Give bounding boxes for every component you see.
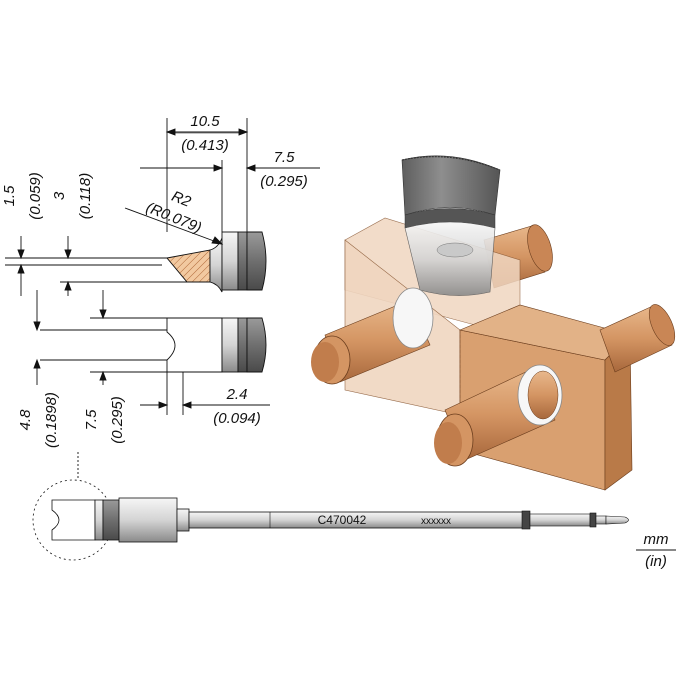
dim-tip-mm: 7.5	[274, 149, 296, 166]
dim-height-mm: 7.5	[83, 409, 100, 431]
dim-radius-mm: R2	[169, 188, 194, 211]
dim-thick2-in: (0.118)	[77, 173, 94, 219]
dim-thick2-mm: 3	[51, 191, 68, 200]
tip-front-view	[166, 317, 267, 373]
serial-label: xxxxxx	[421, 516, 451, 527]
units-legend: mm (in)	[636, 531, 676, 570]
dim-thick1-in: (0.059)	[27, 172, 44, 220]
pin-front-left	[311, 287, 434, 385]
part-number-label: C470042	[318, 513, 367, 527]
pin-front-right	[599, 304, 676, 373]
tip-side-view	[166, 231, 267, 293]
dim-tip-in: (0.295)	[260, 173, 308, 190]
tool-tip-3d	[401, 155, 501, 296]
dim-slot-mm: 4.8	[17, 409, 34, 431]
dim-width-in: (0.413)	[181, 137, 229, 154]
dimension-labels: 10.5 (0.413) 7.5 (0.295) R2 (R0.079) 1.5…	[1, 113, 308, 448]
dimension-lines	[5, 118, 320, 480]
units-primary: mm	[644, 531, 669, 548]
dim-height-in: (0.295)	[109, 396, 126, 444]
dim-thick1-mm: 1.5	[1, 185, 18, 207]
dim-slot-in: (0.1898)	[43, 392, 60, 448]
dim-width-mm: 10.5	[190, 113, 220, 130]
dim-depth-in: (0.094)	[213, 410, 261, 427]
units-secondary: (in)	[645, 553, 667, 570]
pin-front-bottom	[434, 364, 563, 467]
application-illustration	[311, 155, 676, 491]
dim-depth-mm: 2.4	[226, 386, 248, 403]
cartridge: C470042 xxxxxx	[32, 479, 629, 561]
